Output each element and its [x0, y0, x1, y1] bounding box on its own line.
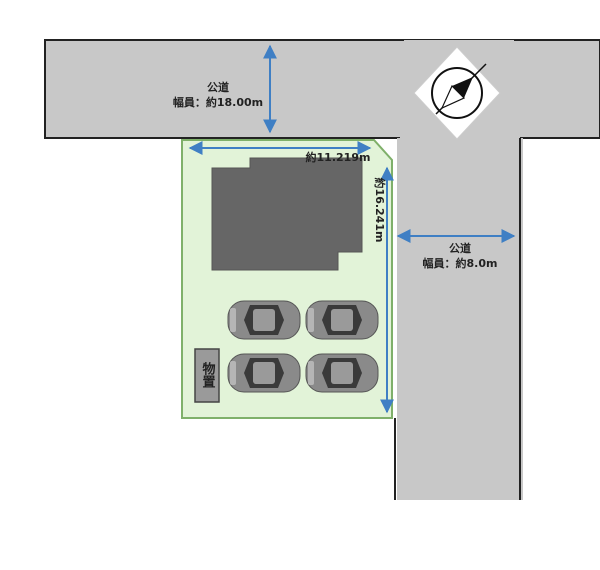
house-footprint: [211, 157, 363, 271]
parked-car-icon: [305, 353, 379, 393]
north-road-width-label: 幅員：約18.00m: [173, 95, 263, 109]
north-road-name: 公道: [207, 80, 229, 94]
north-frontage-label: 約11.219m: [306, 150, 371, 164]
north-road: [44, 39, 600, 139]
east-road-width-label: 幅員：約8.0m: [423, 256, 498, 270]
storage-label: 物置: [200, 361, 216, 388]
north-arrow-icon: [413, 46, 501, 140]
parked-car-icon: [227, 300, 301, 340]
east-road-name: 公道: [449, 241, 471, 255]
storage-shed: [194, 348, 220, 403]
east-frontage-label: 約16.241m: [373, 178, 387, 243]
parked-car-icon: [227, 353, 301, 393]
parked-car-icon: [305, 300, 379, 340]
